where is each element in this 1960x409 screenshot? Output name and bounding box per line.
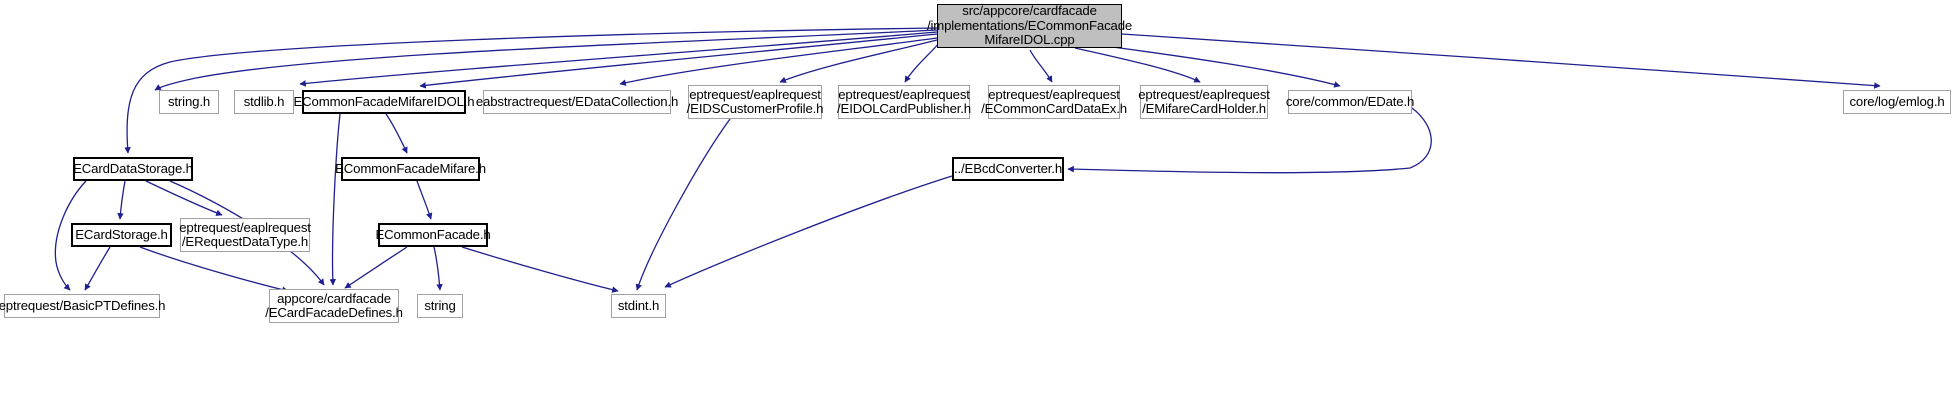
- graph-node[interactable]: ECommonFacade.h: [375, 223, 491, 247]
- graph-node[interactable]: eptrequest/eaplrequest /ECommonCardDataE…: [981, 85, 1127, 119]
- graph-edge: [904, 41, 941, 83]
- graph-node[interactable]: appcore/cardfacade /ECardFacadeDefines.h: [265, 289, 403, 323]
- graph-node[interactable]: ../EBcdConverter.h: [952, 157, 1064, 181]
- graph-node[interactable]: stdint.h: [611, 294, 666, 318]
- graph-edge: [1074, 47, 1201, 83]
- graph-edge: [1121, 33, 1881, 89]
- graph-edge: [299, 31, 938, 87]
- graph-node[interactable]: ECommonFacadeMifareIDOL.h: [294, 90, 475, 114]
- graph-edge: [84, 246, 111, 291]
- graph-edge: [1067, 107, 1432, 174]
- graph-edge: [635, 118, 731, 291]
- graph-node[interactable]: stdlib.h: [234, 90, 294, 114]
- graph-edge: [619, 37, 938, 86]
- graph-edge: [145, 180, 223, 216]
- graph-edge: [344, 246, 408, 289]
- graph-edge: [664, 175, 953, 288]
- graph-edge: [139, 246, 289, 293]
- graph-node[interactable]: eptrequest/eaplrequest /EIDSCustomerProf…: [687, 85, 823, 119]
- graph-node[interactable]: eptrequest/eaplrequest /EIDOLCardPublish…: [837, 85, 971, 119]
- graph-node[interactable]: eptrequest/eaplrequest /EMifareCardHolde…: [1138, 85, 1270, 119]
- graph-node[interactable]: core/log/emlog.h: [1843, 90, 1951, 114]
- graph-edge: [419, 33, 938, 89]
- graph-edge: [154, 29, 938, 91]
- graph-node[interactable]: eabstractrequest/EDataCollection.h: [476, 90, 678, 114]
- graph-root-node[interactable]: src/appcore/cardfacade /implementations/…: [926, 3, 1133, 48]
- graph-edge: [329, 113, 341, 286]
- graph-edge: [1104, 45, 1341, 88]
- graph-edge: [385, 113, 408, 154]
- graph-edge: [117, 180, 126, 220]
- graph-node[interactable]: string.h: [159, 90, 219, 114]
- graph-edge: [1029, 49, 1053, 83]
- graph-edge: [433, 246, 443, 291]
- graph-node[interactable]: ECardDataStorage.h: [73, 157, 193, 181]
- graph-edge: [416, 180, 433, 220]
- graph-node[interactable]: string: [417, 294, 463, 318]
- graph-node[interactable]: ECardStorage.h: [71, 223, 172, 247]
- graph-edge: [124, 27, 938, 154]
- graph-edge: [779, 39, 938, 83]
- graph-node[interactable]: eptrequest/BasicPTDefines.h: [0, 294, 166, 318]
- graph-edge: [461, 246, 619, 293]
- graph-edge: [54, 180, 87, 291]
- graph-node[interactable]: core/common/EDate.h: [1286, 90, 1414, 114]
- graph-node[interactable]: ECommonFacadeMifare.h: [335, 157, 486, 181]
- graph-node[interactable]: eptrequest/eaplrequest /ERequestDataType…: [179, 218, 311, 252]
